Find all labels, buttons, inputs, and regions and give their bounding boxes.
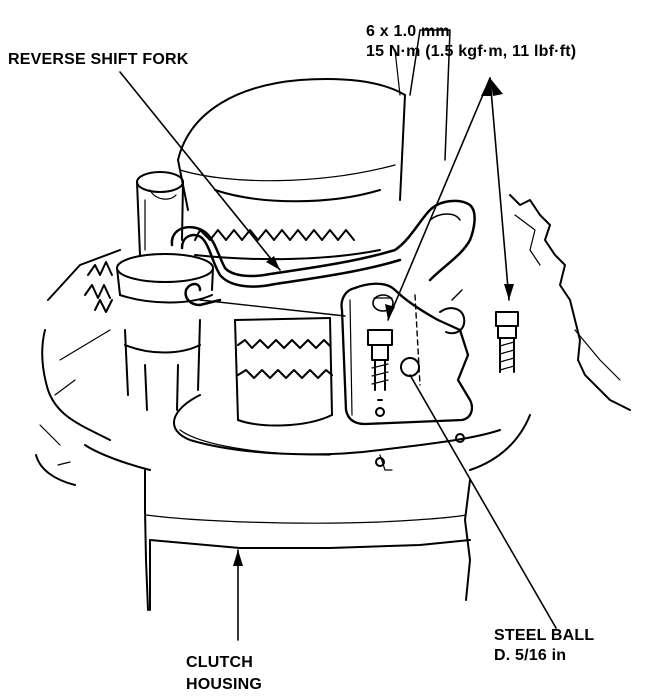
lower-housing — [35, 249, 501, 486]
right-bolt — [495, 311, 519, 373]
clutch-housing-line2: HOUSING — [186, 676, 263, 693]
spec-arrowhead-top-left — [481, 78, 492, 96]
steel-ball-label: STEEL BALL D. 5/16 in — [494, 626, 594, 666]
upper-housing — [177, 29, 451, 211]
spec-arrowhead-top-right — [490, 78, 503, 96]
detent-bracket — [340, 282, 474, 426]
bolt-torque-text: 15 N·m (1.5 kgf·m, 11 lbf·ft) — [366, 43, 577, 60]
leader-lines — [119, 71, 557, 641]
gear-band — [194, 229, 381, 261]
steel-ball-title: STEEL BALL — [494, 627, 595, 644]
clutch-housing-base — [144, 433, 471, 611]
bracket-bolt-arrowhead — [385, 304, 395, 320]
right-bolt-arrowhead — [504, 284, 514, 300]
steel-ball-size: D. 5/16 in — [494, 647, 567, 664]
bolt-spec-label: 6 x 1.0 mm 15 N·m (1.5 kgf·m, 11 lbf·ft) — [366, 22, 576, 62]
left-gear — [84, 253, 214, 411]
right-casting-edge — [464, 194, 631, 601]
reverse-shift-fork-label: REVERSE SHIFT FORK — [8, 51, 189, 68]
clutch-housing-line1: CLUTCH — [186, 654, 253, 671]
reverse-shift-fork — [170, 199, 476, 307]
bolt-size-text: 6 x 1.0 mm — [366, 23, 450, 40]
clutch-housing-label: CLUTCH HOUSING — [186, 652, 262, 696]
clutch-arrowhead — [233, 550, 243, 566]
interlock-pin — [439, 289, 466, 335]
center-gear — [199, 299, 346, 427]
fork-arrowhead — [266, 256, 280, 270]
arrowheads — [233, 78, 514, 566]
bracket-bolt — [367, 329, 393, 417]
shift-shaft — [136, 171, 184, 256]
